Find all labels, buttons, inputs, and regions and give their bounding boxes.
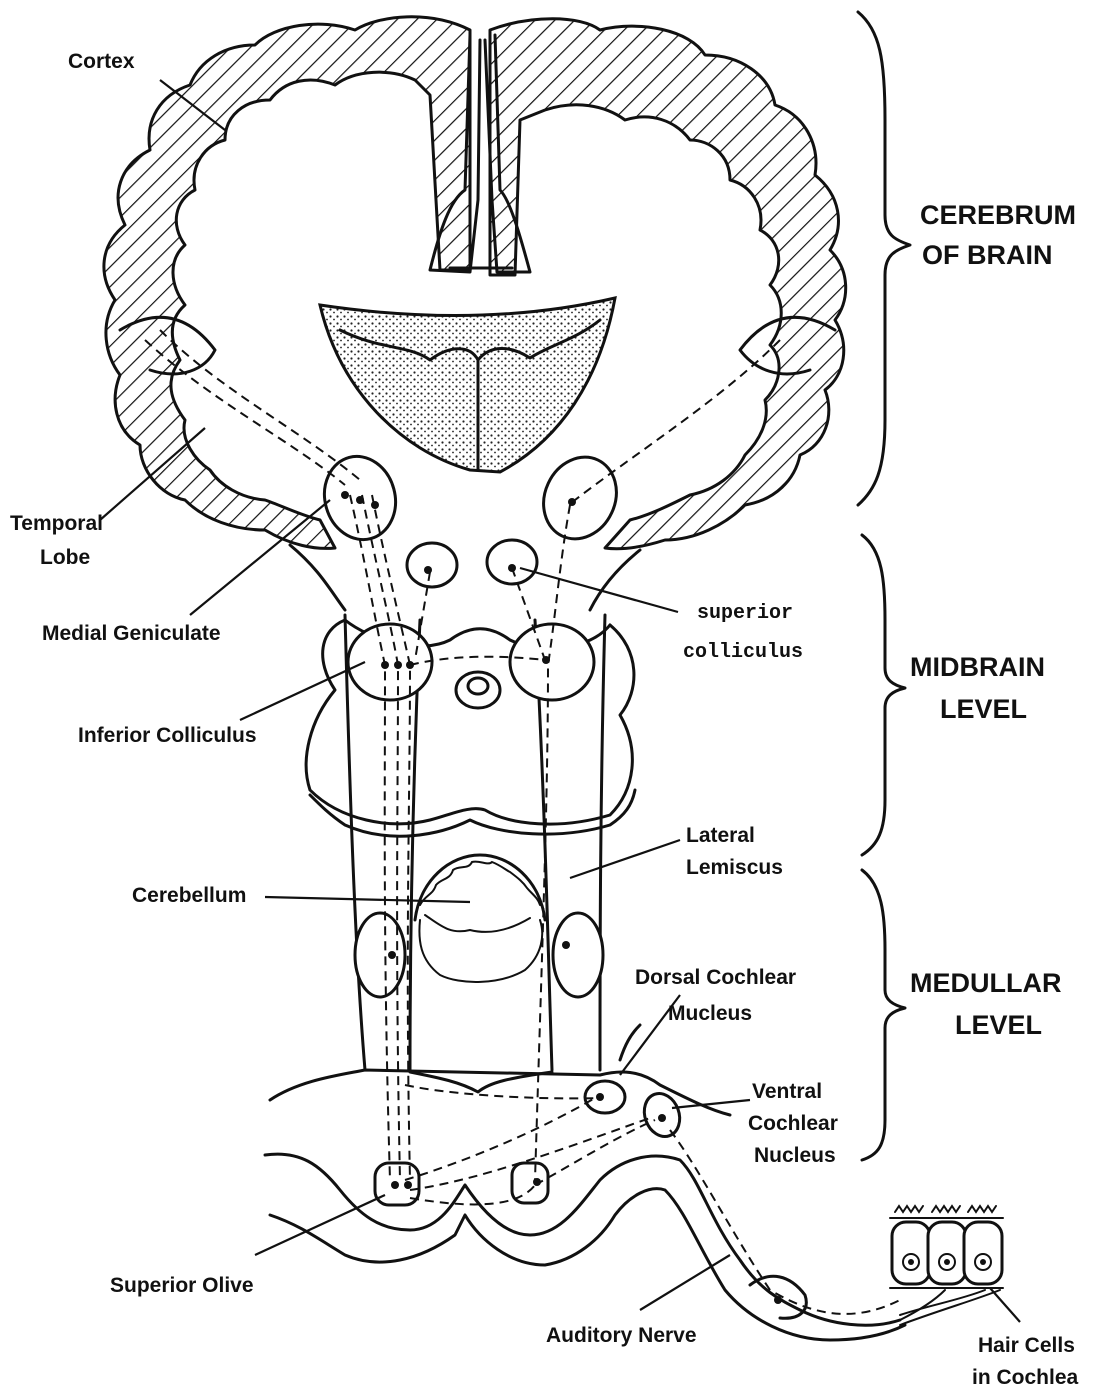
hair-cells <box>890 1206 1003 1325</box>
label-auditory-nerve: Auditory Nerve <box>546 1324 697 1347</box>
level-midbrain-2: LEVEL <box>940 694 1027 724</box>
label-cerebellum: Cerebellum <box>132 884 246 907</box>
label-hair-cells-2: in Cochlea <box>972 1366 1079 1389</box>
label-ventral-cochlear-3: Nucleus <box>754 1144 836 1167</box>
label-lateral-lemniscus: Lateral <box>686 824 755 847</box>
label-cortex: Cortex <box>68 50 135 73</box>
cerebellum-shape <box>415 855 545 982</box>
level-medullar-2: LEVEL <box>955 1010 1042 1040</box>
label-ventral-cochlear: Ventral <box>752 1080 822 1103</box>
label-lateral-lemniscus-2: Lemiscus <box>686 856 783 879</box>
level-cerebrum: CEREBRUM <box>920 200 1076 230</box>
leader-lines <box>100 80 1020 1322</box>
nucleus-superior-colliculus-left <box>407 543 457 587</box>
brainstem-outline <box>270 545 730 1115</box>
nucleus-cerebellar-left <box>355 913 405 997</box>
nucleus-superior-colliculus-right <box>487 540 537 584</box>
nucleus-inferior-colliculus-right <box>510 624 594 700</box>
level-midbrain: MIDBRAIN <box>910 652 1045 682</box>
level-medullar: MEDULLAR <box>910 968 1061 998</box>
label-superior-colliculus-2: colliculus <box>683 641 803 664</box>
label-medial-geniculate: Medial Geniculate <box>42 622 221 645</box>
label-superior-colliculus: superior <box>697 602 793 625</box>
label-dorsal-cochlear-2: Mucleus <box>668 1002 752 1025</box>
nucleus-dorsal-cochlear <box>585 1081 625 1113</box>
label-superior-olive: Superior Olive <box>110 1274 254 1297</box>
label-temporal-lobe: Temporal <box>10 512 103 535</box>
thalamus-region <box>320 298 615 472</box>
label-inferior-colliculus: Inferior Colliculus <box>78 724 257 747</box>
label-hair-cells: Hair Cells <box>978 1334 1075 1357</box>
level-braces <box>858 12 910 1160</box>
label-dorsal-cochlear: Dorsal Cochlear <box>635 966 796 989</box>
label-ventral-cochlear-2: Cochlear <box>748 1112 838 1135</box>
nucleus-cerebellar-right <box>553 913 603 997</box>
label-temporal-lobe-2: Lobe <box>40 546 90 569</box>
level-cerebrum-2: OF BRAIN <box>922 240 1053 270</box>
